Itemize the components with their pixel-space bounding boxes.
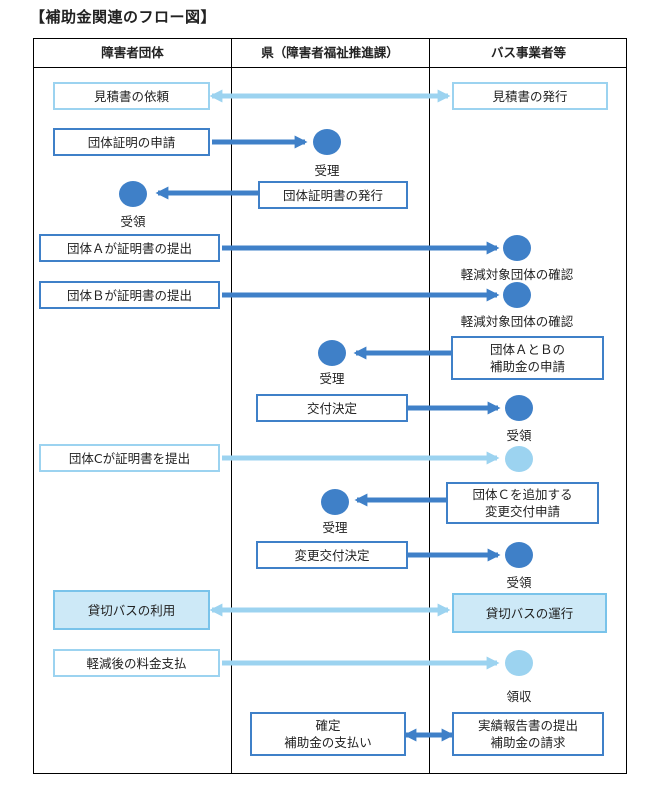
dot-received-3 <box>321 489 349 515</box>
box-estimate-request: 見積書の依頼 <box>53 82 210 110</box>
box-bus-use: 貸切バスの利用 <box>53 590 210 630</box>
label-receipt-2: 受領 <box>506 428 532 443</box>
box-bus-operation: 貸切バスの運行 <box>452 593 607 633</box>
header-bus-operators: バス事業者等 <box>490 45 566 60</box>
box-cert-apply: 団体証明の申請 <box>53 128 210 156</box>
label-receipt-4: 領収 <box>506 689 532 704</box>
dot-receipt-3 <box>505 542 533 568</box>
box-change-decision: 変更交付決定 <box>256 541 408 569</box>
dot-receipt-4 <box>505 650 533 676</box>
dot-receipt-1 <box>119 181 147 207</box>
box-c-change-apply: 団体Ｃを追加する 変更交付申請 <box>446 482 599 524</box>
box-report: 実績報告書の提出 補助金の請求 <box>452 712 604 756</box>
label-receipt-3: 受領 <box>506 575 532 590</box>
box-group-c-submit: 団体Cが証明書を提出 <box>39 444 220 472</box>
dot-received-2 <box>318 340 346 366</box>
header-prefecture: 県（障害者福祉推進課） <box>261 45 399 60</box>
header-disability-groups: 障害者団体 <box>101 45 164 60</box>
page-title: 【補助金関連のフロー図】 <box>30 8 217 26</box>
dot-received-1 <box>313 129 341 155</box>
box-estimate-issue: 見積書の発行 <box>452 82 608 110</box>
box-ab-apply: 団体ＡとＢの 補助金の申請 <box>451 336 604 380</box>
dot-group-c-received <box>505 446 533 472</box>
label-received-3: 受理 <box>322 520 348 535</box>
box-group-b-submit: 団体Ｂが証明書の提出 <box>39 281 220 309</box>
box-fare-payment: 軽減後の料金支払 <box>53 649 220 677</box>
box-grant-decision: 交付決定 <box>256 394 408 422</box>
dot-confirm-1 <box>503 235 531 261</box>
dot-receipt-2 <box>505 395 533 421</box>
box-payment: 確定 補助金の支払い <box>250 712 406 756</box>
box-cert-issue: 団体証明書の発行 <box>258 181 408 209</box>
column-divider-1 <box>231 39 232 773</box>
dot-confirm-2 <box>503 282 531 308</box>
header-divider <box>34 67 626 68</box>
label-receipt-1: 受領 <box>120 214 146 229</box>
label-received-1: 受理 <box>314 163 340 178</box>
label-received-2: 受理 <box>319 371 345 386</box>
label-confirm-1: 軽減対象団体の確認 <box>460 267 574 282</box>
label-confirm-2: 軽減対象団体の確認 <box>460 314 574 329</box>
box-group-a-submit: 団体Ａが証明書の提出 <box>39 234 220 262</box>
